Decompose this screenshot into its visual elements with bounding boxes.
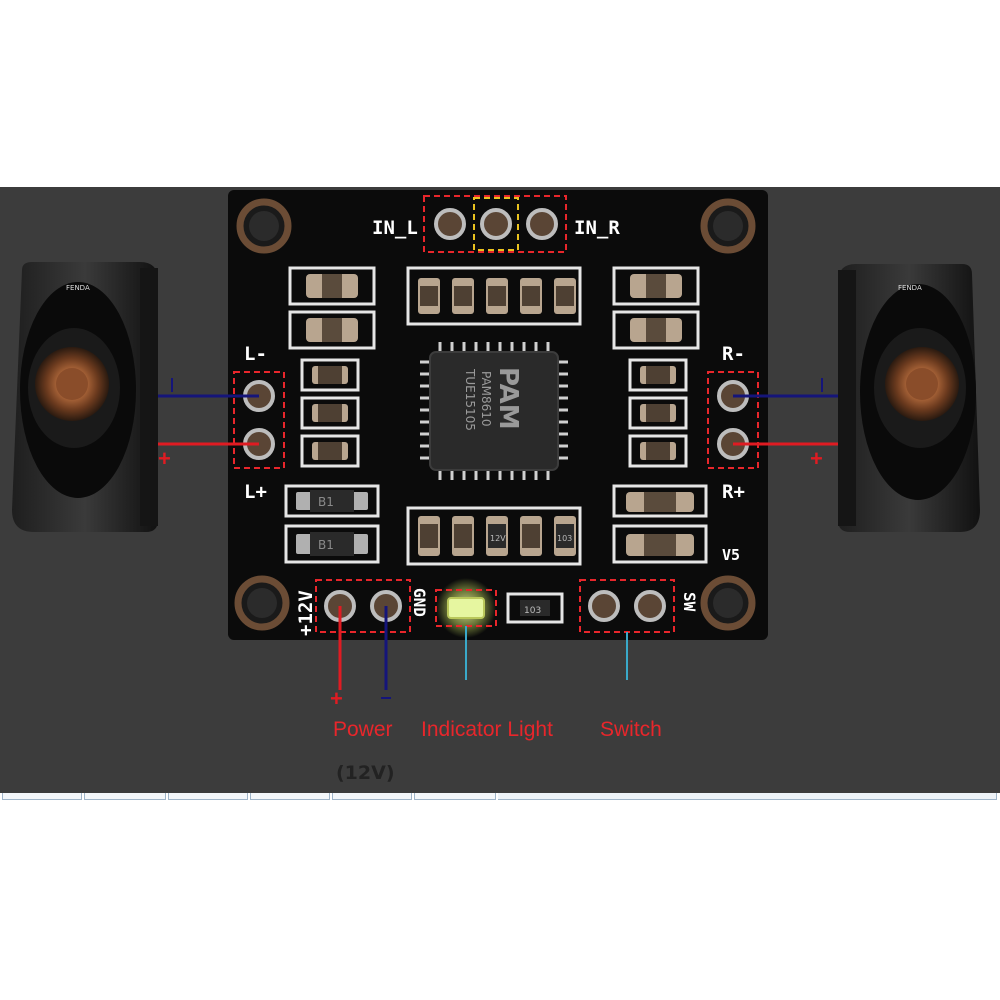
right-capacitors (630, 274, 682, 342)
chip-brand: PAM (493, 367, 523, 430)
component-outlines (284, 266, 708, 566)
tab-2[interactable] (84, 793, 166, 800)
led-resistor-mark: 103 (524, 606, 541, 616)
tab-5[interactable] (332, 793, 412, 800)
mounting-hole-bottom-right (700, 575, 756, 631)
diode-mark-1: B1 (318, 495, 334, 509)
right-resistors (640, 366, 676, 460)
caption-power: Power (333, 718, 393, 741)
label-12v: +12V (295, 590, 317, 636)
chip-code: TUE15105 (463, 368, 477, 431)
caption-power-voltage: (12V) (336, 762, 395, 784)
mounting-hole-top-right (700, 198, 756, 254)
mounting-hole-top-left (236, 198, 292, 254)
wiring (158, 378, 838, 699)
diode-mark-2: B1 (318, 538, 334, 552)
right-plus-sign: + (810, 446, 823, 471)
label-in-left: IN_L (372, 217, 418, 239)
right-speaker: FENDA (838, 264, 980, 532)
caption-switch: Switch (600, 718, 662, 741)
resistor-mark: 103 (557, 534, 572, 543)
left-speaker: FENDA (12, 262, 158, 532)
right-bottom-capacitors (626, 492, 694, 556)
label-sw: SW (680, 592, 699, 612)
left-resistors (312, 366, 348, 460)
bottom-tab-strip (0, 793, 1000, 801)
audio-input-header (423, 195, 567, 253)
label-gnd: GND (410, 588, 429, 617)
amplifier-board: IN_L IN_R (228, 190, 768, 640)
caption-indicator-light: Indicator Light (421, 718, 553, 741)
label-left-minus: L- (244, 343, 267, 365)
tab-1[interactable] (2, 793, 82, 800)
tab-4[interactable] (250, 793, 330, 800)
tab-6[interactable] (414, 793, 496, 800)
label-version: V5 (722, 546, 740, 564)
indicator-led (435, 578, 497, 638)
input-pin-ground (480, 208, 512, 240)
mounting-hole-bottom-left (234, 575, 290, 631)
chip-model: PAM8610 (479, 371, 493, 427)
left-plus-sign: + (158, 446, 171, 471)
tab-strip-fill (498, 793, 997, 800)
left-diodes: B1 B1 (296, 490, 368, 556)
switch-pin-2 (634, 590, 666, 622)
top-row-components (418, 278, 576, 314)
label-right-minus: R- (722, 343, 745, 365)
input-pin-left (434, 208, 466, 240)
led-resistor: 103 (506, 592, 564, 624)
input-pin-right (526, 208, 558, 240)
tab-3[interactable] (168, 793, 248, 800)
left-capacitors (306, 274, 358, 342)
label-left-plus: L+ (244, 481, 267, 503)
right-speaker-brand: FENDA (898, 284, 922, 292)
label-right-plus: R+ (722, 481, 745, 503)
amplifier-chip: PAM PAM8610 TUE15105 (420, 342, 568, 480)
bottom-row-components: 12V 103 (418, 516, 576, 556)
switch-pin-1 (588, 590, 620, 622)
label-in-right: IN_R (574, 217, 620, 239)
left-speaker-brand: FENDA (66, 284, 90, 292)
capacitor-mark: 12V (490, 534, 506, 543)
power-plus-sign: + (330, 686, 343, 711)
